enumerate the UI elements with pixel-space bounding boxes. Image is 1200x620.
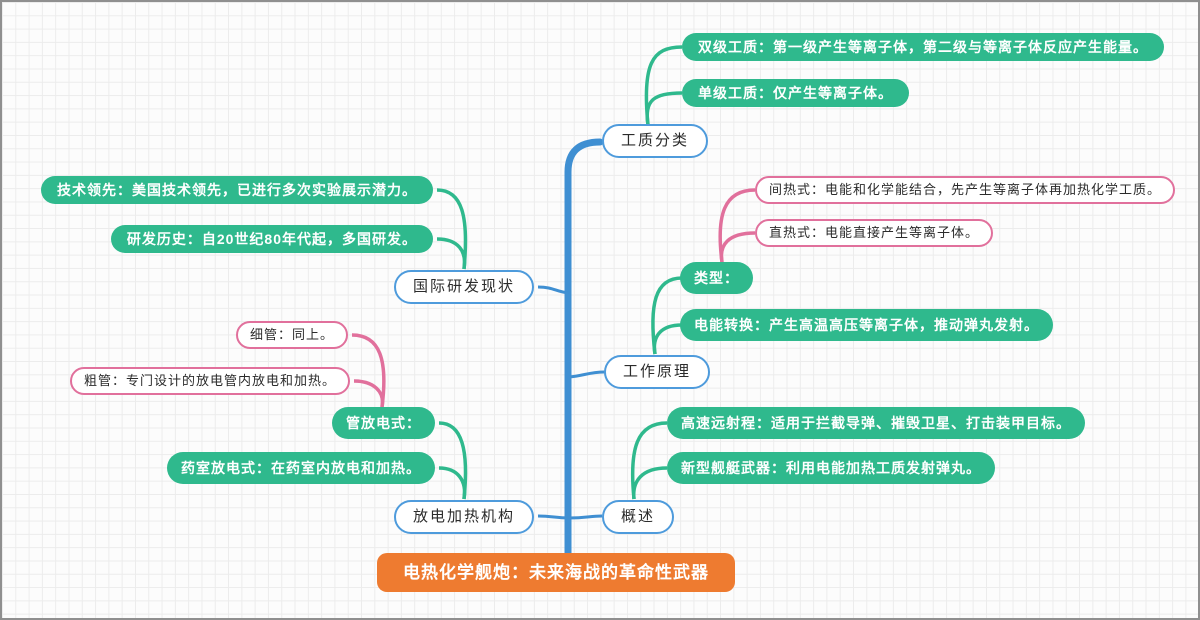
node-dual-stage-medium[interactable]: 双级工质：第一级产生等离子体，第二级与等离子体反应产生能量。 [682, 33, 1164, 61]
node-thick-tube[interactable]: 粗管：专门设计的放电管内放电和加热。 [69, 367, 350, 395]
connector-chamber-discharge [438, 466, 467, 500]
node-overview[interactable]: 概述 [602, 500, 675, 534]
connector-indirect-heating [718, 188, 756, 263]
node-working-medium-classification[interactable]: 工质分类 [602, 124, 709, 158]
node-thin-tube[interactable]: 细管：同上。 [235, 321, 348, 349]
connector-dual-stage [644, 45, 683, 126]
connector-overview [568, 514, 603, 520]
connector-thin-tube [351, 333, 386, 408]
connector-thick-tube [353, 379, 385, 408]
connector-tube-discharge [438, 421, 468, 500]
connector-intl-rd [537, 285, 570, 295]
connector-rd-history [436, 237, 467, 270]
node-rd-history[interactable]: 研发历史：自20世纪80年代起，多国研发。 [110, 225, 433, 253]
node-working-principle[interactable]: 工作原理 [604, 355, 711, 389]
node-international-rd-status[interactable]: 国际研发现状 [393, 270, 534, 304]
connector-tech-leading [436, 188, 468, 270]
connector-new-weapon [632, 466, 668, 500]
node-discharge-heating-mechanism[interactable]: 放电加热机构 [393, 500, 534, 534]
node-energy-conversion[interactable]: 电能转换：产生高温高压等离子体，推动弹丸发射。 [680, 309, 1053, 341]
node-root[interactable]: 电热化学舰炮：未来海战的革命性武器 [377, 553, 735, 592]
connector-discharge-mechanism [537, 514, 570, 520]
connector-single-stage [645, 91, 683, 126]
connector-direct-heating [719, 231, 756, 263]
node-indirect-heating[interactable]: 间热式：电能和化学能结合，先产生等离子体再加热化学工质。 [755, 176, 1176, 204]
node-high-speed-long-range[interactable]: 高速远射程：适用于拦截导弹、摧毁卫星、打击装甲目标。 [667, 407, 1085, 439]
node-type[interactable]: 类型： [680, 262, 753, 294]
node-new-naval-weapon[interactable]: 新型舰艇武器：利用电能加热工质发射弹丸。 [667, 452, 995, 484]
node-tube-discharge[interactable]: 管放电式： [332, 407, 435, 439]
connector-energy-conversion [652, 323, 683, 355]
node-chamber-discharge[interactable]: 药室放电式：在药室内放电和加热。 [167, 452, 435, 484]
trunk-line [564, 138, 604, 559]
node-direct-heating[interactable]: 直热式：电能直接产生等离子体。 [755, 219, 994, 247]
connector-type [651, 276, 683, 355]
connector-high-speed [630, 421, 668, 500]
node-tech-leading[interactable]: 技术领先：美国技术领先，已进行多次实验展示潜力。 [41, 176, 433, 204]
node-single-stage-medium[interactable]: 单级工质：仅产生等离子体。 [682, 79, 909, 107]
connector-working-principle [568, 370, 606, 379]
